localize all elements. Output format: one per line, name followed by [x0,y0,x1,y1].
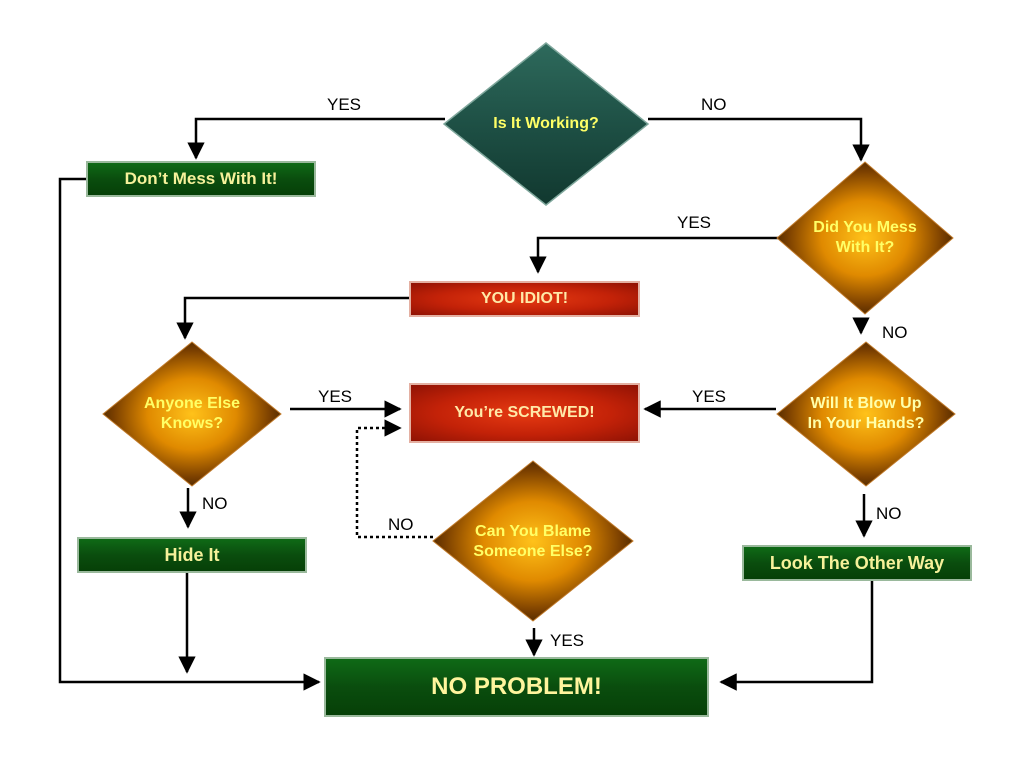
edge-working-yes [187,117,445,160]
anyone-else-line2: Knows? [160,415,224,432]
label-no-did-you-mess: NO [882,323,908,342]
look-other-way-box: Look The Other Way [742,545,972,581]
edge-dontmess-to-noproblem [58,177,321,691]
will-it-blow-text: Will It Blow Up In Your Hands? [780,392,952,436]
dont-mess-box: Don’t Mess With It! [86,161,316,197]
can-you-blame-line2: Someone Else? [473,543,593,560]
decision-diamond-will-it-blow [776,341,956,487]
label-no-is-working: NO [701,95,727,114]
will-it-blow-line2: In Your Hands? [807,415,925,432]
label-yes-can-you-blame: YES [550,631,585,650]
youre-screwed-box: You’re SCREWED! [409,383,640,443]
no-problem-box: NO PROBLEM! [324,657,709,717]
edge-look-to-noproblem [719,581,874,691]
can-you-blame-text: Can You Blame Someone Else? [443,520,623,564]
label-yes-anyone-else: YES [318,387,353,406]
label-no-anyone-else: NO [202,494,228,513]
did-you-mess-line2: With It? [835,239,895,256]
will-it-blow-line1: Will It Blow Up [810,395,922,412]
anyone-else-text: Anyone Else Knows? [112,392,272,436]
hide-it-box: Hide It [77,537,307,573]
did-you-mess-text: Did You Mess With It? [785,216,945,260]
label-yes-will-it-blow: YES [692,387,727,406]
can-you-blame-line1: Can You Blame [475,523,591,540]
decision-diamond-did-you-mess [776,161,954,315]
you-idiot-box: YOU IDIOT! [409,281,640,317]
edge-blame-no [355,419,433,539]
label-yes-did-you-mess: YES [677,213,712,232]
decision-diamond-is-working [442,42,650,206]
anyone-else-line1: Anyone Else [143,395,241,412]
decision-diamond-anyone-else [102,341,282,487]
edge-idiot-to-anyone [176,296,410,340]
did-you-mess-line1: Did You Mess [813,219,917,236]
edge-mess-yes [529,236,778,274]
label-yes-is-working: YES [327,95,362,114]
is-working-text: Is It Working? [493,115,599,132]
label-no-can-you-blame: NO [388,515,414,534]
decision-diamond-can-you-blame [432,460,634,622]
edge-working-no [648,117,870,162]
label-no-will-it-blow: NO [876,504,902,523]
